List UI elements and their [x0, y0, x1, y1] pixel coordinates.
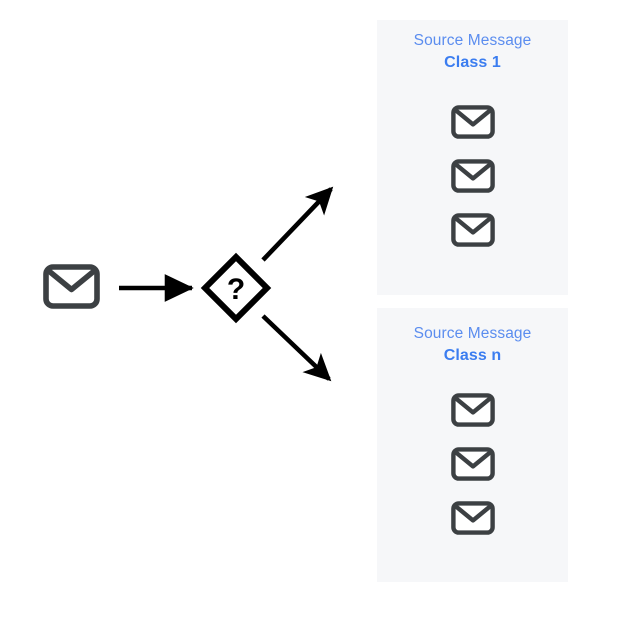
class-panel-n-heading: Source Message Class n [377, 326, 568, 364]
class-panel-n-message-stack [377, 393, 568, 535]
envelope-icon [450, 393, 495, 427]
class-panel-n-title: Source Message [413, 325, 532, 342]
class-panel-1-subtitle: Class 1 [444, 53, 501, 71]
envelope-icon [450, 501, 495, 535]
envelope-icon [450, 159, 495, 193]
class-panel-n-subtitle: Class n [443, 346, 502, 364]
class-panel-n: Source Message Class n [377, 308, 568, 582]
decision-question-label: ? [227, 273, 245, 306]
class-panel-1-heading: Source Message Class 1 [377, 33, 568, 71]
envelope-icon [450, 105, 495, 139]
arrow-up-right-icon [261, 186, 334, 262]
incoming-message-envelope [43, 264, 100, 309]
class-panel-1-message-stack [377, 105, 568, 247]
envelope-icon [450, 447, 495, 481]
arrow-down-right-icon [261, 314, 332, 382]
class-panel-1: Source Message Class 1 [377, 20, 568, 295]
diamond-decision-icon [200, 252, 272, 324]
class-panel-1-title: Source Message [413, 32, 532, 49]
envelope-icon [43, 264, 100, 309]
envelope-icon [450, 213, 495, 247]
